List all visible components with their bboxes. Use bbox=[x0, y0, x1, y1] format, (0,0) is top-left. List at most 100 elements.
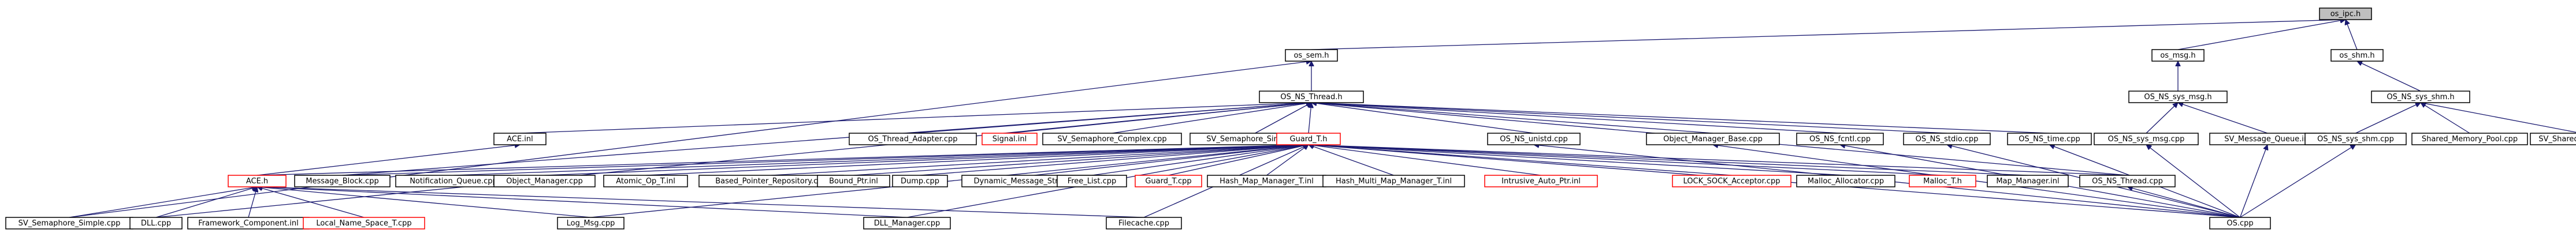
node-box bbox=[228, 175, 287, 187]
node-sv-semaphore-complex-cpp[interactable]: SV_Semaphore_Complex.cpp bbox=[1042, 133, 1182, 145]
node-label: Bound_Ptr.inl bbox=[829, 177, 878, 186]
node-shared-memory-pool-cpp[interactable]: Shared_Memory_Pool.cpp bbox=[2411, 133, 2528, 145]
node-label: Atomic_Op_T.inl bbox=[616, 177, 675, 186]
edge-sv_semaphore_simple_inl-to-os_ns_thread_h bbox=[1255, 102, 1312, 134]
node-os-ipc-h[interactable]: os_ipc.h bbox=[2319, 7, 2372, 20]
node-box bbox=[2304, 133, 2407, 145]
node-box bbox=[863, 217, 951, 230]
node-label: Framework_Component.inl bbox=[198, 219, 299, 228]
node-label: Local_Name_Space_T.cpp bbox=[316, 219, 411, 228]
node-dump-cpp[interactable]: Dump.cpp bbox=[892, 175, 948, 187]
node-dll-manager-cpp[interactable]: DLL_Manager.cpp bbox=[863, 217, 951, 230]
node-object-manager-base-cpp[interactable]: Object_Manager_Base.cpp bbox=[1646, 133, 1780, 145]
node-atomic-op-t-inl[interactable]: Atomic_Op_T.inl bbox=[603, 175, 688, 187]
node-box bbox=[2151, 49, 2205, 62]
node-ace-h[interactable]: ACE.h bbox=[228, 175, 287, 187]
node-free-list-cpp[interactable]: Free_List.cpp bbox=[1057, 175, 1127, 187]
edge-dump_cpp-to-guard_t_h bbox=[920, 145, 1309, 176]
node-box bbox=[1672, 175, 1791, 187]
node-box bbox=[1285, 49, 1338, 62]
edge-os_msg_h-to-os_ipc_h bbox=[2177, 20, 2345, 50]
node-hash-multi-map-manager-t-inl[interactable]: Hash_Multi_Map_Manager_T.inl bbox=[1322, 175, 1465, 187]
node-label: OS_NS_sys_shm.h bbox=[2387, 93, 2454, 101]
node-os-ns-sys-msg-h[interactable]: OS_NS_sys_msg.h bbox=[2128, 91, 2228, 103]
node-box bbox=[1484, 175, 1598, 187]
node-label: SV_Shared_Memory.inl bbox=[2538, 135, 2576, 144]
node-object-manager-cpp[interactable]: Object_Manager.cpp bbox=[493, 175, 596, 187]
edge-dll_cpp-to-ace_h bbox=[155, 187, 257, 218]
node-message-block-cpp[interactable]: Message_Block.cpp bbox=[294, 175, 391, 187]
node-ace-inl[interactable]: ACE.inl bbox=[493, 133, 547, 145]
node-guard-t-h[interactable]: Guard_T.h bbox=[1276, 133, 1341, 145]
node-label: Message_Block.cpp bbox=[306, 177, 378, 186]
node-os-ns-sys-shm-cpp[interactable]: OS_NS_sys_shm.cpp bbox=[2304, 133, 2407, 145]
edge-local_name_space_t_cpp-to-ace_h bbox=[257, 187, 365, 218]
node-intrusive-auto-ptr-inl[interactable]: Intrusive_Auto_Ptr.inl bbox=[1484, 175, 1598, 187]
node-bound-ptr-inl[interactable]: Bound_Ptr.inl bbox=[817, 175, 890, 187]
node-box bbox=[1903, 133, 1991, 145]
node-os-ns-unistd-cpp[interactable]: OS_NS_unistd.cpp bbox=[1487, 133, 1581, 145]
node-signal-inl[interactable]: Signal.inl bbox=[982, 133, 1038, 145]
edge-os_shm_h-to-os_ipc_h bbox=[2345, 20, 2358, 50]
node-label: Shared_Memory_Pool.cpp bbox=[2422, 135, 2518, 144]
node-filecache-cpp[interactable]: Filecache.cpp bbox=[1106, 217, 1182, 230]
node-label: OS_NS_sys_msg.cpp bbox=[2108, 135, 2185, 144]
node-os-msg-h[interactable]: os_msg.h bbox=[2151, 49, 2205, 62]
node-label: OS_NS_time.cpp bbox=[2019, 135, 2080, 144]
node-label: Intrusive_Auto_Ptr.inl bbox=[1501, 177, 1581, 186]
node-sv-shared-memory-inl[interactable]: SV_Shared_Memory.inl bbox=[2530, 133, 2576, 145]
node-os-ns-time-cpp[interactable]: OS_NS_time.cpp bbox=[2007, 133, 2092, 145]
edge-atomic_op_t_inl-to-guard_t_h bbox=[645, 145, 1309, 176]
node-label: Malloc_Allocator.cpp bbox=[1808, 177, 1884, 186]
node-box bbox=[2079, 175, 2176, 187]
node-lock-sock-acceptor-cpp[interactable]: LOCK_SOCK_Acceptor.cpp bbox=[1672, 175, 1791, 187]
node-box bbox=[2007, 133, 2092, 145]
edge-notification_queue_cpp-to-guard_t_h bbox=[453, 145, 1309, 176]
node-label: Malloc_T.h bbox=[1923, 177, 1962, 186]
node-os-ns-thread-cpp[interactable]: OS_NS_Thread.cpp bbox=[2079, 175, 2176, 187]
edge-sv_shared_memory_inl-to-os_ns_sys_shm_h bbox=[2421, 103, 2576, 133]
node-os-ns-sys-shm-h[interactable]: OS_NS_sys_shm.h bbox=[2371, 91, 2470, 103]
node-guard-t-cpp[interactable]: Guard_T.cpp bbox=[1135, 175, 1202, 187]
edge-dynamic_message_strategy_cpp-to-guard_t_h bbox=[1034, 145, 1309, 176]
edge-intrusive_auto_ptr_inl-to-guard_t_h bbox=[1309, 145, 1541, 176]
edge-bound_ptr_inl-to-guard_t_h bbox=[853, 145, 1309, 176]
node-os-thread-adapter-cpp[interactable]: OS_Thread_Adapter.cpp bbox=[849, 133, 977, 145]
node-label: Hash_Map_Manager_T.inl bbox=[1220, 177, 1314, 186]
node-framework-component-inl[interactable]: Framework_Component.inl bbox=[187, 217, 310, 230]
node-dll-cpp[interactable]: DLL.cpp bbox=[129, 217, 183, 230]
node-os-cpp[interactable]: OS.cpp bbox=[2209, 217, 2271, 230]
node-label: Hash_Multi_Map_Manager_T.inl bbox=[1336, 177, 1452, 186]
node-os-ns-thread-h[interactable]: OS_NS_Thread.h bbox=[1259, 91, 1364, 103]
node-malloc-t-h[interactable]: Malloc_T.h bbox=[1909, 175, 1976, 187]
node-os-ns-sys-msg-cpp[interactable]: OS_NS_sys_msg.cpp bbox=[2094, 133, 2199, 145]
node-label: LOCK_SOCK_Acceptor.cpp bbox=[1683, 177, 1780, 186]
node-label: DLL_Manager.cpp bbox=[874, 219, 941, 228]
node-hash-map-manager-t-inl[interactable]: Hash_Map_Manager_T.inl bbox=[1207, 175, 1326, 187]
node-os-sem-h[interactable]: os_sem.h bbox=[1285, 49, 1338, 62]
edge-dll_manager_cpp-to-ace_h bbox=[257, 187, 908, 218]
node-box bbox=[1042, 133, 1182, 145]
node-label: OS_NS_sys_msg.h bbox=[2144, 93, 2211, 101]
node-log-msg-cpp[interactable]: Log_Msg.cpp bbox=[557, 217, 625, 230]
node-local-name-space-t-cpp[interactable]: Local_Name_Space_T.cpp bbox=[303, 217, 425, 230]
node-box bbox=[982, 133, 1038, 145]
edge-sv_semaphore_simple_cpp-to-os_sem_h bbox=[69, 61, 1311, 218]
edge-map_manager_inl-to-guard_t_h bbox=[1309, 145, 2028, 176]
node-os-shm-h[interactable]: os_shm.h bbox=[2330, 49, 2384, 62]
edge-sv_message_queue_inl-to-os_ns_sys_msg_h bbox=[2178, 103, 2268, 134]
edge-os_ns_sys_shm_h-to-os_shm_h bbox=[2357, 61, 2421, 92]
node-label: Signal.inl bbox=[993, 135, 1027, 144]
node-label: Map_Manager.inl bbox=[1996, 177, 2059, 186]
node-os-ns-stdio-cpp[interactable]: OS_NS_stdio.cpp bbox=[1903, 133, 1991, 145]
node-label: Free_List.cpp bbox=[1068, 177, 1117, 186]
node-sv-semaphore-simple-cpp[interactable]: SV_Semaphore_Simple.cpp bbox=[5, 217, 133, 230]
node-map-manager-inl[interactable]: Map_Manager.inl bbox=[1987, 175, 2069, 187]
edge-ace_h-to-guard_t_h bbox=[257, 145, 1309, 176]
node-box bbox=[493, 175, 596, 187]
node-os-ns-fcntl-cpp[interactable]: OS_NS_fcntl.cpp bbox=[1796, 133, 1884, 145]
node-label: Based_Pointer_Repository.cpp bbox=[715, 177, 827, 186]
node-malloc-allocator-cpp[interactable]: Malloc_Allocator.cpp bbox=[1796, 175, 1895, 187]
edge-os_cpp-to-os_ns_sys_msg_cpp bbox=[2146, 145, 2240, 218]
node-box bbox=[1057, 175, 1127, 187]
